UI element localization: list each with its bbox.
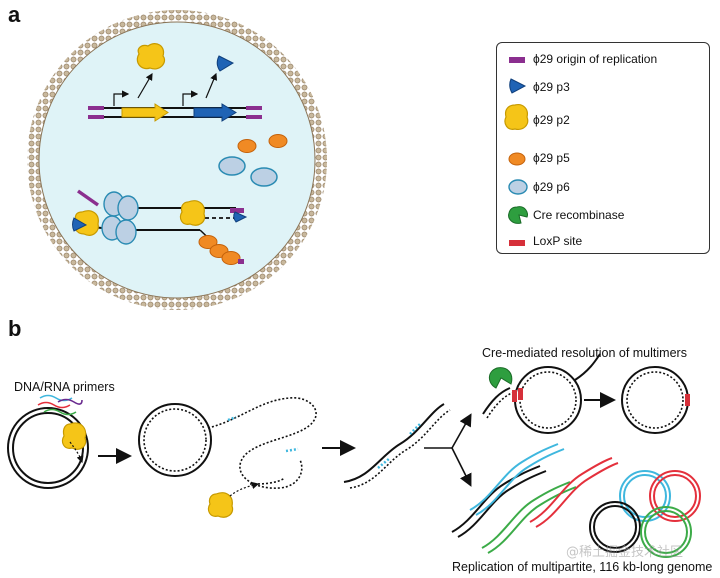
primer	[37, 401, 71, 409]
loxp-site	[512, 390, 517, 402]
resolved-monomer-circle	[621, 366, 690, 434]
legend-label-p6: ϕ29 p6	[533, 180, 570, 194]
multipartite-genome	[451, 443, 701, 558]
origin-right-top	[246, 106, 262, 110]
gene-p3-arrow	[193, 103, 237, 122]
caption-primers: DNA/RNA primers	[14, 380, 115, 394]
p5-protein	[221, 251, 241, 265]
origin-end-right	[230, 208, 244, 213]
p3-protein	[233, 211, 248, 223]
p2-polymerase	[179, 200, 206, 226]
caption-cre-resolution: Cre-mediated resolution of multimers	[482, 346, 687, 360]
origin-left-bottom	[88, 115, 104, 119]
primer	[43, 408, 77, 416]
p2-polymerase	[73, 210, 99, 236]
liposome-lumen	[38, 21, 316, 299]
dna-template	[88, 72, 262, 122]
p6-icon	[507, 178, 529, 201]
origin-right-bottom	[246, 115, 262, 119]
cre-recombinase-icon	[507, 205, 529, 230]
loxp-site	[518, 388, 523, 400]
watermark: @稀土掘金技术社区	[566, 545, 684, 560]
p2-polymerase	[207, 492, 234, 518]
legend: ϕ29 origin of replication ϕ29 p3 ϕ29 p2 …	[496, 42, 710, 254]
p3-protein	[216, 55, 235, 72]
primer	[57, 398, 83, 405]
legend-label-p2: ϕ29 p2	[533, 113, 570, 127]
cre-recombinase	[488, 367, 513, 389]
p6-protein	[115, 219, 137, 245]
origin-of-replication-icon	[507, 53, 527, 72]
p3-icon	[507, 77, 527, 100]
legend-label-p3: ϕ29 p3	[533, 80, 570, 94]
p6-protein	[250, 167, 278, 187]
origin-end	[76, 189, 100, 207]
promoter-p3-arrow	[182, 90, 199, 106]
rolling-circle-amplification	[138, 397, 317, 518]
cre-resolution	[482, 353, 601, 434]
expression-p2-arrow	[137, 72, 153, 99]
p2-icon	[503, 103, 529, 138]
origin-left-top	[88, 106, 104, 110]
p2-protein	[136, 43, 166, 70]
template-circle-primed	[7, 394, 89, 489]
panel-b-label: b	[8, 316, 22, 341]
p6-protein	[218, 156, 246, 176]
p3-protein	[72, 217, 88, 232]
legend-label-origin: ϕ29 origin of replication	[533, 52, 658, 66]
caption-replication: Replication of multipartite, 116 kb-long…	[452, 560, 713, 574]
legend-label-p5: ϕ29 p5	[533, 151, 570, 165]
liposome	[27, 10, 327, 310]
gene-p2-arrow	[121, 103, 169, 122]
p5-icon	[507, 151, 527, 172]
expression-p3-arrow	[205, 72, 218, 99]
p5-protein	[198, 235, 218, 249]
p5-protein	[268, 134, 288, 148]
legend-label-loxp: LoxP site	[533, 234, 583, 248]
promoter-p2-arrow	[113, 90, 130, 106]
p2-polymerase	[61, 422, 87, 450]
linear-concatemer	[343, 403, 451, 489]
loxp-site-icon	[507, 236, 527, 254]
panel-a-label: a	[8, 2, 21, 27]
branch-arrows	[424, 413, 472, 487]
replication-complex	[72, 189, 248, 265]
legend-label-cre: Cre recombinase	[533, 208, 625, 222]
p5-protein	[237, 139, 257, 153]
p6-protein	[117, 195, 139, 221]
loxp-site	[685, 394, 690, 406]
